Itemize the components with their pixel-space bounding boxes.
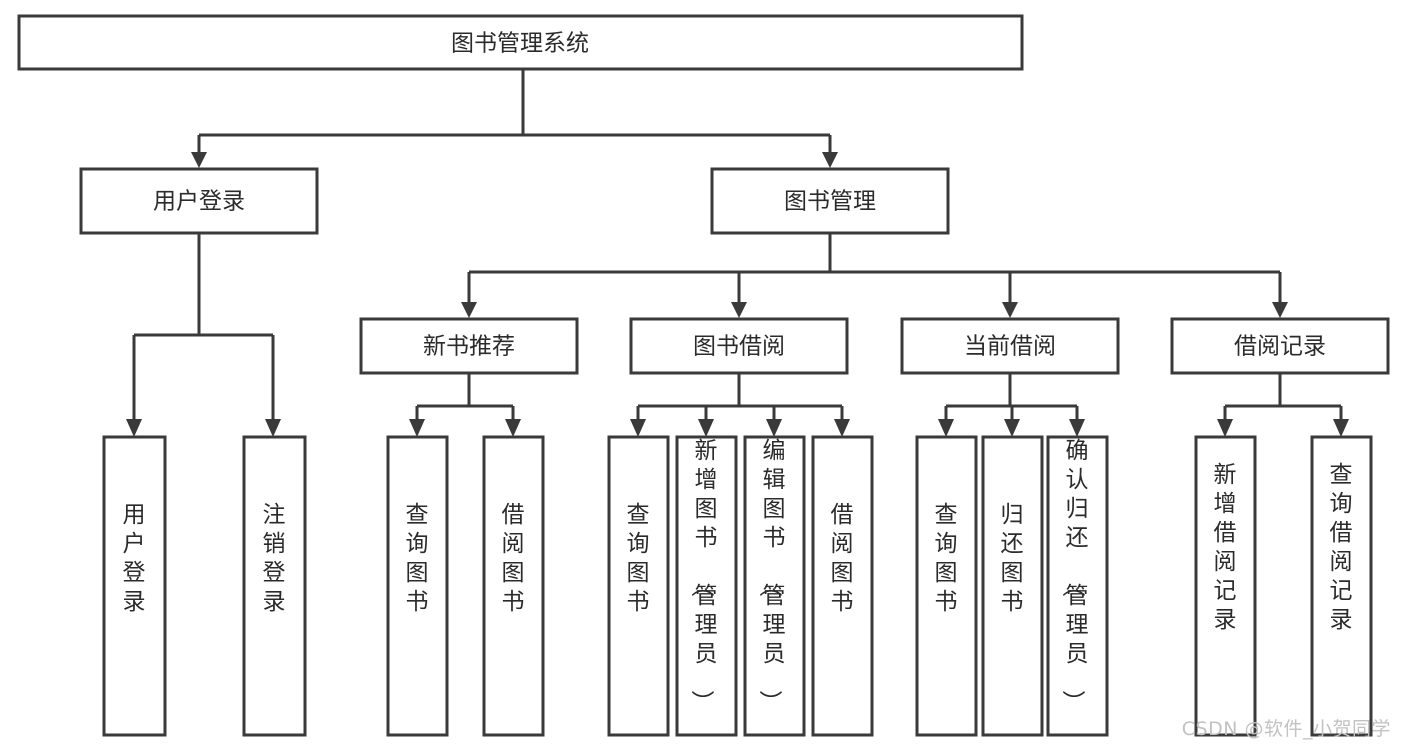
leaf-borrow-book-2-box[interactable] — [811, 435, 874, 737]
node-current-borrow[interactable]: 当前借阅 — [900, 317, 1120, 375]
arrow-to-book-management — [822, 152, 838, 168]
arrow-leaf-edit-book — [766, 419, 782, 437]
new-book-recommend-box[interactable] — [359, 317, 579, 375]
arrow-leaf-query-book-2 — [630, 419, 646, 437]
leaf-edit-book-box[interactable] — [743, 435, 806, 737]
leaf-query-book-3-label: 查询图书 — [935, 502, 958, 615]
leaf-logout-login-box[interactable] — [242, 435, 307, 737]
leaf-add-book-box[interactable] — [675, 435, 738, 737]
node-leaf-confirm-return[interactable]: 确认归还（管理员） — [1046, 435, 1109, 737]
leaf-user-login-box[interactable] — [102, 435, 167, 737]
arrow-to-new-book — [461, 302, 477, 318]
book-management-box[interactable] — [710, 167, 950, 235]
arrow-to-book-borrow — [731, 302, 747, 318]
arrow-leaf-borrow-book-1 — [505, 419, 521, 437]
leaf-query-book-2-box[interactable] — [607, 435, 670, 737]
leaf-borrow-book-1-box[interactable] — [482, 435, 545, 737]
new-book-recommend-label: 新书推荐 — [423, 334, 515, 360]
node-leaf-logout-login[interactable]: 注销登录 — [242, 435, 307, 737]
arrow-leaf-confirm-return — [1069, 419, 1085, 437]
current-borrow-label: 当前借阅 — [964, 334, 1056, 360]
book-management-label: 图书管理 — [784, 189, 876, 215]
node-leaf-query-book-1[interactable]: 查询图书 — [386, 435, 449, 737]
leaf-add-record-label: 新增借阅记录 — [1214, 462, 1237, 633]
node-leaf-query-book-3[interactable]: 查询图书 — [915, 435, 978, 737]
arrow-leaf-add-book — [698, 419, 714, 437]
root-label: 图书管理系统 — [451, 31, 589, 57]
leaf-query-book-1-box[interactable] — [386, 435, 449, 737]
leaf-query-book-1-label: 查询图书 — [406, 502, 429, 615]
leaf-borrow-book-2-label: 借阅图书 — [831, 502, 854, 615]
arrow-leaf-query-book-1 — [409, 419, 425, 437]
arrow-leaf-add-record — [1217, 419, 1233, 437]
node-leaf-edit-book[interactable]: 编辑图书（管理员） — [743, 435, 806, 737]
leaf-return-book-label: 归还图书 — [1001, 502, 1024, 615]
node-root-system[interactable]: 图书管理系统 — [17, 14, 1024, 71]
user-login-box[interactable] — [79, 167, 319, 235]
book-borrow-box[interactable] — [629, 317, 849, 375]
leaf-query-record-box[interactable] — [1310, 435, 1373, 737]
arrow-leaf-user-login — [126, 419, 142, 437]
node-leaf-query-record[interactable]: 查询借阅记录 — [1310, 435, 1373, 737]
borrow-record-box[interactable] — [1170, 317, 1390, 375]
arrow-leaf-query-record — [1333, 419, 1349, 437]
leaf-query-book-3-box[interactable] — [915, 435, 978, 737]
node-leaf-add-record[interactable]: 新增借阅记录 — [1194, 435, 1257, 737]
arrow-leaf-borrow-book-2 — [834, 419, 850, 437]
node-new-book-recommend[interactable]: 新书推荐 — [359, 317, 579, 375]
node-borrow-record[interactable]: 借阅记录 — [1170, 317, 1390, 375]
arrow-leaf-query-book-3 — [938, 419, 954, 437]
leaf-add-book-label: 新增图书（管理员） — [689, 438, 718, 713]
arrow-to-user-login — [191, 152, 207, 168]
node-leaf-borrow-book-2[interactable]: 借阅图书 — [811, 435, 874, 737]
borrow-record-label: 借阅记录 — [1234, 334, 1326, 360]
arrow-leaf-return-book — [1004, 419, 1020, 437]
current-borrow-box[interactable] — [900, 317, 1120, 375]
node-user-login[interactable]: 用户登录 — [79, 167, 319, 235]
root-box[interactable] — [17, 14, 1024, 71]
node-leaf-return-book[interactable]: 归还图书 — [981, 435, 1044, 737]
node-leaf-add-book[interactable]: 新增图书（管理员） — [675, 435, 738, 737]
leaf-borrow-book-1-label: 借阅图书 — [502, 502, 525, 615]
leaf-return-book-box[interactable] — [981, 435, 1044, 737]
connector-layer — [126, 69, 1349, 437]
leaf-confirm-return-label: 确认归还（管理员） — [1060, 438, 1089, 713]
arrow-leaf-logout-login — [265, 419, 281, 437]
leaf-add-record-box[interactable] — [1194, 435, 1257, 737]
node-book-management[interactable]: 图书管理 — [710, 167, 950, 235]
arrow-to-borrow-record — [1272, 302, 1288, 318]
node-leaf-query-book-2[interactable]: 查询图书 — [607, 435, 670, 737]
node-leaf-borrow-book-1[interactable]: 借阅图书 — [482, 435, 545, 737]
arrow-to-current-borrow — [1002, 302, 1018, 318]
book-borrow-label: 图书借阅 — [693, 334, 785, 360]
leaf-user-login-label: 用户登录 — [123, 502, 146, 615]
leaf-confirm-return-box[interactable] — [1046, 435, 1109, 737]
leaf-logout-login-label: 注销登录 — [263, 502, 286, 615]
node-leaf-user-login[interactable]: 用户登录 — [102, 435, 167, 737]
node-book-borrow[interactable]: 图书借阅 — [629, 317, 849, 375]
leaf-query-book-2-label: 查询图书 — [627, 502, 650, 615]
leaf-query-record-label: 查询借阅记录 — [1330, 462, 1353, 633]
leaf-edit-book-label: 编辑图书（管理员） — [757, 438, 786, 713]
user-login-label: 用户登录 — [153, 189, 245, 215]
